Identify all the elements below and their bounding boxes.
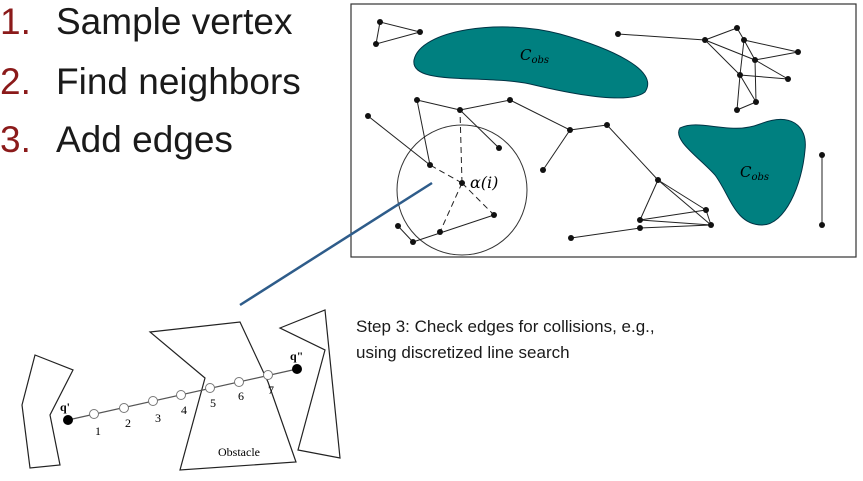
left-obstacle <box>21 354 74 469</box>
c-obs-obstacle-2 <box>678 119 806 226</box>
neighborhood-circle <box>396 124 528 256</box>
step-1: 1. Sample vertex <box>0 2 293 42</box>
q-end-label: q" <box>290 349 303 363</box>
step-number: 2. <box>0 61 31 102</box>
step-number: 3. <box>0 119 31 160</box>
sample-label-7: 7 <box>268 383 274 397</box>
obstacle-label: Obstacle <box>218 445 260 459</box>
step-2: 2. Find neighbors <box>0 62 301 102</box>
c-obs-label-2: Cobs <box>740 163 769 183</box>
sample-label-1: 1 <box>95 424 101 438</box>
sample-label-4: 4 <box>181 403 187 417</box>
step-3: 3. Add edges <box>0 120 233 160</box>
roadmap-edges <box>367 21 823 243</box>
sample-label-3: 3 <box>155 411 161 425</box>
sample-label-2: 2 <box>125 416 131 430</box>
c-obs-obstacle-1 <box>413 26 648 99</box>
step-number: 1. <box>0 1 31 42</box>
roadmap-nodes <box>365 19 825 245</box>
caption-line-1: Step 3: Check edges for collisions, e.g.… <box>356 317 655 336</box>
alpha-i-label: α(i) <box>470 173 498 192</box>
center-obstacle <box>148 321 297 471</box>
q-start-point <box>63 415 73 425</box>
neighbor-candidate-edges <box>429 109 495 233</box>
c-obs-label-1: Cobs <box>520 46 549 66</box>
step-label: Add edges <box>56 119 233 160</box>
step-label: Sample vertex <box>56 1 293 42</box>
step-label: Find neighbors <box>56 61 301 102</box>
zoom-connector-line <box>239 181 433 307</box>
right-obstacle <box>278 309 341 459</box>
sample-label-5: 5 <box>210 396 216 410</box>
q-start-label: q' <box>60 400 70 414</box>
caption-line-2: using discretized line search <box>356 343 570 362</box>
q-end-point <box>292 364 302 374</box>
sample-label-6: 6 <box>238 389 244 403</box>
line-search-diagram: q' q" 1 2 3 4 5 6 7 Obstacle <box>21 309 341 471</box>
step3-caption: Step 3: Check edges for collisions, e.g.… <box>356 314 836 366</box>
